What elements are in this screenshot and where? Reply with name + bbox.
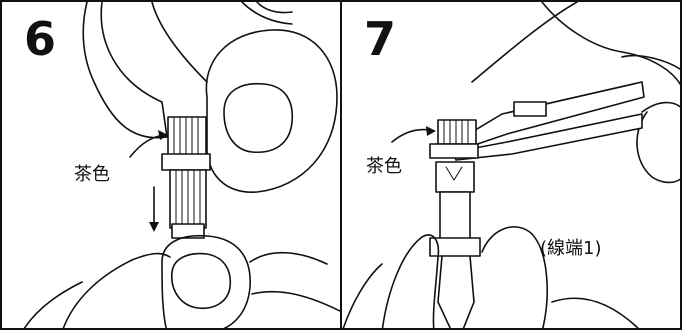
right-finger xyxy=(481,226,548,328)
lower-thumb xyxy=(161,234,251,328)
cutter-hand-lower xyxy=(636,111,680,184)
lower-palm xyxy=(23,281,83,328)
cable-lower xyxy=(437,255,475,328)
upper-finger-left xyxy=(82,2,168,139)
connector-base xyxy=(429,237,481,257)
lower-hand-left xyxy=(62,252,171,328)
lower-hand-right xyxy=(249,251,328,265)
cutter-hand-upper xyxy=(471,2,578,83)
step-6-illustration xyxy=(23,2,340,328)
connector-body xyxy=(435,161,475,193)
lower-finger-mid xyxy=(251,290,340,312)
connector-bottom-cap xyxy=(171,223,205,239)
wire-pointer-arrow xyxy=(391,128,431,143)
upper-finger-top xyxy=(151,2,208,83)
cutter-blade-lower xyxy=(453,113,643,161)
left-hand-edge xyxy=(342,263,383,328)
thumb-nail xyxy=(223,82,294,153)
right-hand-edge xyxy=(551,297,639,328)
connector-neck xyxy=(439,191,471,241)
brown-wire-label: 茶色 xyxy=(366,156,402,177)
step-6-panel: 6 茶色 xyxy=(0,0,342,330)
step-7-panel: 7 茶色 (線端1) xyxy=(340,0,682,330)
cutter-hand-thumb xyxy=(621,54,680,71)
cutter-hand-finger xyxy=(541,2,680,86)
connector-housing xyxy=(429,143,479,159)
connector-housing xyxy=(161,153,211,171)
cutter-pivot xyxy=(513,101,547,117)
brown-wire-label: 茶色 xyxy=(74,164,110,185)
left-finger xyxy=(381,234,440,328)
upper-knuckle xyxy=(256,2,293,14)
upper-thumb xyxy=(205,29,338,193)
step-7-illustration xyxy=(342,2,680,328)
cutter-hand-wrist xyxy=(641,101,680,113)
step-number: 7 xyxy=(364,12,397,66)
step-number: 6 xyxy=(24,12,57,66)
wire-end-label: (線端1) xyxy=(540,238,602,259)
upper-finger-right xyxy=(241,2,293,25)
lower-thumb-nail xyxy=(171,252,232,310)
